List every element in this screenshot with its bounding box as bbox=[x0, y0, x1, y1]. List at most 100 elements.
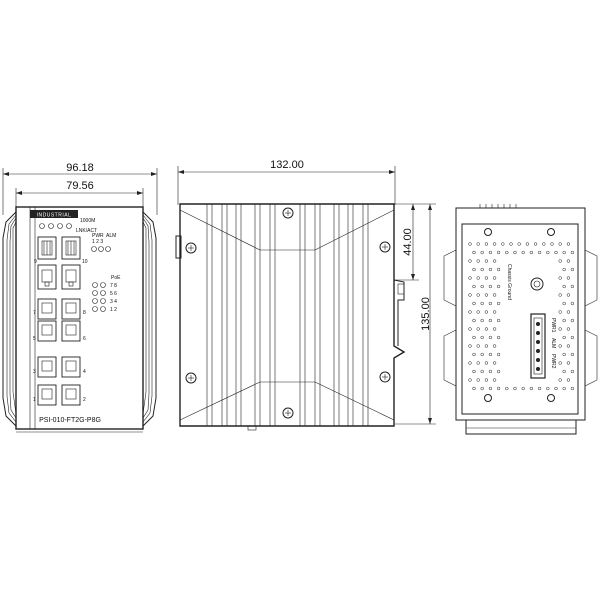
vent-hole bbox=[496, 250, 501, 255]
front-housing bbox=[15, 206, 144, 430]
vent-hole bbox=[480, 301, 484, 306]
vent-hole bbox=[509, 242, 513, 246]
vent-hole bbox=[562, 335, 566, 340]
svg-text:7 8: 7 8 bbox=[110, 283, 117, 289]
dimension-front-outer-width: 96.18 bbox=[2, 162, 158, 215]
vent-hole bbox=[562, 301, 566, 306]
vent-hole bbox=[472, 369, 476, 374]
vent-hole bbox=[558, 361, 562, 365]
vent-hole bbox=[468, 276, 472, 280]
pwr-alm-numbers: 1 2 3 bbox=[92, 239, 103, 245]
ventilation-holes bbox=[468, 242, 575, 391]
vent-hole bbox=[562, 318, 566, 323]
vent-hole bbox=[472, 284, 476, 289]
vent-hole bbox=[480, 250, 484, 255]
vent-hole bbox=[566, 276, 571, 280]
pwr-alm-leds bbox=[91, 246, 111, 252]
vent-hole bbox=[468, 242, 472, 246]
rear-right-flange bbox=[584, 210, 598, 420]
port-label-6: 6 bbox=[83, 336, 86, 342]
vent-hole bbox=[492, 327, 497, 331]
vent-hole bbox=[476, 310, 480, 314]
vent-hole bbox=[476, 378, 480, 382]
vent-hole bbox=[488, 318, 493, 323]
vent-hole bbox=[546, 386, 550, 391]
vent-hole bbox=[484, 242, 489, 246]
side-chamfer-lines bbox=[179, 209, 395, 421]
vent-hole bbox=[496, 352, 501, 357]
brand-logo bbox=[30, 210, 78, 218]
vent-hole bbox=[537, 250, 542, 255]
vent-hole bbox=[558, 310, 562, 314]
pwr-label: PWR bbox=[92, 233, 104, 239]
vent-hole bbox=[488, 335, 493, 340]
vent-hole bbox=[501, 242, 505, 246]
vent-hole bbox=[505, 386, 509, 391]
vent-hole bbox=[496, 284, 501, 289]
dimension-label-44: 44.00 bbox=[402, 228, 414, 256]
vent-hole bbox=[476, 276, 480, 280]
port-label-8: 8 bbox=[83, 310, 86, 316]
vent-hole bbox=[505, 250, 509, 255]
port-label-9: 9 bbox=[34, 259, 37, 265]
vent-hole bbox=[476, 327, 480, 331]
vent-hole bbox=[488, 250, 493, 255]
dimension-label-96-18: 96.18 bbox=[66, 162, 94, 174]
vent-hole bbox=[484, 378, 489, 382]
dimension-label-79-56: 79.56 bbox=[66, 180, 94, 192]
vent-hole bbox=[570, 267, 575, 272]
poe-led-grid bbox=[92, 282, 106, 312]
vent-hole bbox=[554, 386, 558, 391]
vent-hole bbox=[468, 293, 472, 297]
vent-hole bbox=[468, 310, 472, 314]
vent-hole bbox=[492, 276, 497, 280]
vent-hole bbox=[484, 310, 489, 314]
vent-hole bbox=[566, 259, 571, 263]
vent-hole bbox=[468, 344, 472, 348]
vent-hole bbox=[476, 293, 480, 297]
alm-label: ALM bbox=[106, 233, 116, 239]
sfp-port-9 bbox=[37, 236, 57, 260]
vent-hole bbox=[496, 301, 501, 306]
vent-hole bbox=[476, 361, 480, 365]
vent-hole bbox=[476, 242, 480, 246]
vent-hole bbox=[566, 242, 571, 246]
svg-text:5 6: 5 6 bbox=[110, 291, 117, 297]
chassis-ground-screw bbox=[530, 277, 544, 291]
vent-hole bbox=[566, 361, 571, 365]
vent-hole bbox=[542, 242, 546, 246]
vent-hole bbox=[480, 335, 484, 340]
vent-hole bbox=[488, 386, 493, 391]
vent-hole bbox=[488, 267, 493, 272]
vent-hole bbox=[488, 301, 493, 306]
vent-hole bbox=[521, 386, 525, 391]
dimension-front-body-width: 79.56 bbox=[15, 180, 144, 208]
side-housing bbox=[179, 203, 406, 427]
vent-hole bbox=[533, 242, 538, 246]
vent-hole bbox=[480, 369, 484, 374]
din-rail-clip bbox=[393, 279, 405, 346]
vent-hole bbox=[484, 293, 489, 297]
side-view: 132.00 135.00 44.00 bbox=[175, 159, 436, 431]
vent-hole bbox=[570, 250, 575, 255]
vent-hole bbox=[570, 352, 575, 357]
vent-hole bbox=[558, 378, 562, 382]
vent-hole bbox=[492, 293, 497, 297]
port-label-5: 5 bbox=[33, 336, 36, 342]
vent-hole bbox=[492, 310, 497, 314]
vent-hole bbox=[484, 276, 489, 280]
vent-hole bbox=[472, 335, 476, 340]
vent-hole bbox=[496, 369, 501, 374]
vent-hole bbox=[492, 242, 497, 246]
vent-hole bbox=[480, 284, 484, 289]
terminal-label-alm: ALM bbox=[550, 338, 556, 348]
vent-hole bbox=[562, 250, 566, 255]
vent-hole bbox=[492, 344, 497, 348]
dimension-label-135: 135.00 bbox=[420, 297, 432, 331]
top-led-row bbox=[39, 223, 72, 229]
chassis-ground-label: Chassis Ground bbox=[506, 264, 512, 300]
front-view: 96.18 79.56 INDUSTRIAL bbox=[2, 162, 158, 433]
rear-screws bbox=[484, 228, 555, 402]
vent-hole bbox=[566, 310, 571, 314]
vent-hole bbox=[472, 352, 476, 357]
